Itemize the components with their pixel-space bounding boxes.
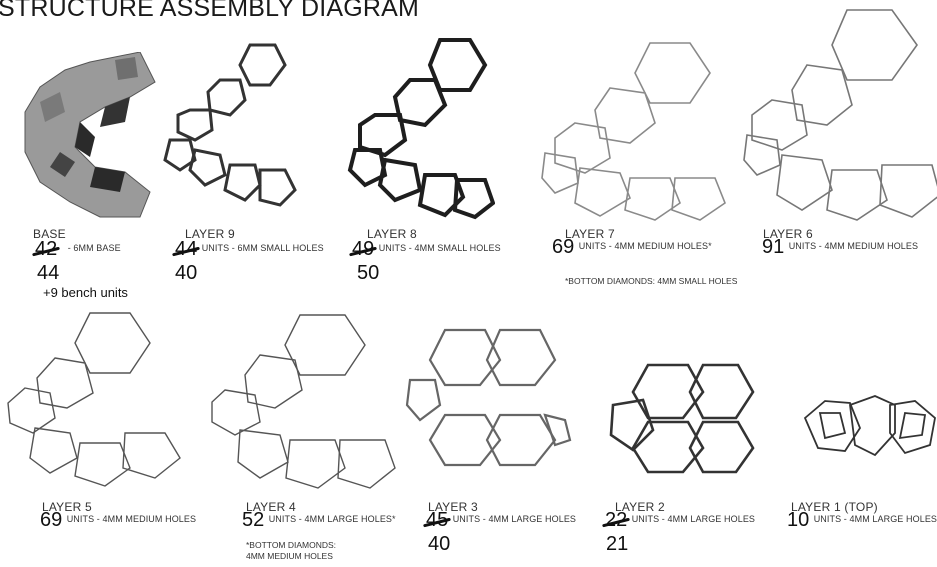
base-c-shape — [25, 52, 155, 217]
struck-count-layer3: 45 — [426, 509, 448, 532]
layer2-drawing — [608, 360, 758, 475]
label-layer9-count-row: 44 UNITS - 6MM SMALL HOLES — [175, 238, 324, 261]
label-layer3-desc: UNITS - 4MM LARGE HOLES — [453, 514, 576, 524]
count-layer4: 52 — [242, 509, 264, 531]
label-layer8-desc: UNITS - 4MM SMALL HOLES — [379, 243, 501, 253]
label-layer6-desc: UNITS - 4MM MEDIUM HOLES — [789, 241, 918, 251]
layer1-drawing — [800, 393, 937, 463]
label-layer9-desc: UNITS - 6MM SMALL HOLES — [202, 243, 324, 253]
label-base-count-row: 42 - 6MM BASE — [35, 238, 121, 261]
label-layer5-count-row: 69 UNITS - 4MM MEDIUM HOLES — [40, 509, 196, 532]
revised-count-base: 44 — [37, 262, 59, 285]
diagram-title: STRUCTURE ASSEMBLY DIAGRAM — [0, 0, 419, 23]
layer7-drawing — [540, 38, 730, 223]
label-layer2-desc: UNITS - 4MM LARGE HOLES — [632, 514, 755, 524]
label-layer4-desc: UNITS - 4MM LARGE HOLES* — [269, 514, 396, 524]
label-base-desc: - 6MM BASE — [68, 243, 121, 253]
count-layer1: 10 — [787, 509, 809, 531]
layer6-drawing — [742, 5, 937, 235]
label-layer3-count-row: 45 UNITS - 4MM LARGE HOLES — [426, 509, 576, 532]
struck-count-layer8: 49 — [352, 238, 374, 261]
struck-count-base: 42 — [35, 238, 57, 261]
label-layer6-count-row: 91 UNITS - 4MM MEDIUM HOLES — [762, 236, 918, 259]
count-layer6: 91 — [762, 236, 784, 258]
label-layer8-count-row: 49 UNITS - 4MM SMALL HOLES — [352, 238, 501, 261]
base-drawing — [20, 52, 160, 222]
struck-count-layer9: 44 — [175, 238, 197, 261]
label-layer2-count-row: 22 UNITS - 4MM LARGE HOLES — [605, 509, 755, 532]
struck-count-layer2: 22 — [605, 509, 627, 532]
label-layer1-desc: UNITS - 4MM LARGE HOLES — [814, 514, 937, 524]
label-layer4-count-row: 52 UNITS - 4MM LARGE HOLES* — [242, 509, 396, 532]
count-layer5: 69 — [40, 509, 62, 531]
label-layer5-desc: UNITS - 4MM MEDIUM HOLES — [67, 514, 196, 524]
layer9-drawing — [160, 40, 300, 210]
label-layer7-count-row: 69 UNITS - 4MM MEDIUM HOLES* — [552, 236, 712, 259]
bench-units-note: +9 bench units — [43, 285, 128, 300]
revised-count-layer2: 21 — [606, 533, 628, 556]
revised-count-layer9: 40 — [175, 262, 197, 285]
label-layer1-count-row: 10 UNITS - 4MM LARGE HOLES — [787, 509, 937, 532]
revised-count-layer3: 40 — [428, 533, 450, 556]
layer4-drawing — [210, 310, 400, 500]
count-layer7: 69 — [552, 236, 574, 258]
note-layer4: *BOTTOM DIAMONDS: 4MM MEDIUM HOLES — [246, 540, 356, 562]
label-layer7-desc: UNITS - 4MM MEDIUM HOLES* — [579, 241, 712, 251]
layer5-drawing — [5, 308, 185, 498]
layer8-drawing — [345, 35, 495, 220]
revised-count-layer8: 50 — [357, 262, 379, 285]
layer3-drawing — [405, 320, 575, 470]
note-layer7: *BOTTOM DIAMONDS: 4MM SMALL HOLES — [565, 276, 737, 287]
